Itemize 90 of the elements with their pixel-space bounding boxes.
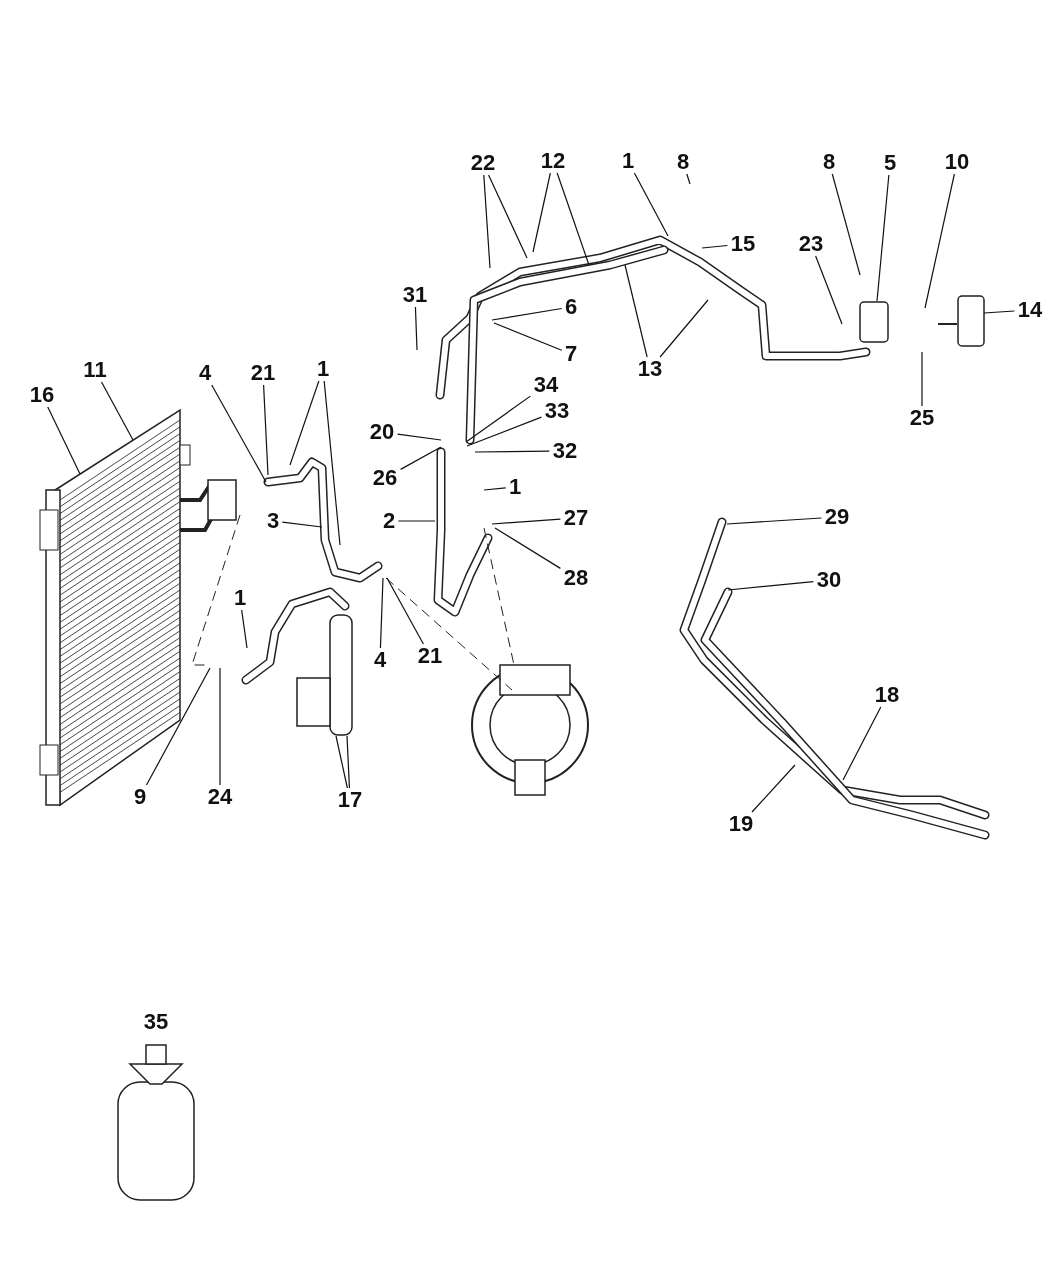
leader-line [876, 174, 890, 302]
leader-line [346, 735, 351, 789]
leader-line [701, 244, 728, 249]
callout-number: 28 [562, 566, 590, 590]
leader-line [493, 322, 563, 351]
leader-line [474, 450, 550, 453]
callout-number: 1 [507, 475, 523, 499]
leader-line [414, 306, 418, 351]
leader-line [145, 667, 211, 786]
callout-number: 13 [636, 357, 664, 381]
callout-number: 12 [539, 149, 567, 173]
leader-line [397, 433, 442, 441]
leader-line [686, 173, 691, 185]
callout-number: 10 [943, 150, 971, 174]
callout-number: 25 [908, 406, 936, 430]
callout-number: 1 [620, 149, 636, 173]
leader-line [323, 380, 341, 546]
leader-line [483, 174, 491, 269]
callout-number: 8 [675, 150, 691, 174]
leader-line [465, 395, 531, 443]
callout-number: 21 [249, 361, 277, 385]
leader-line [386, 577, 424, 645]
leader-line [633, 172, 669, 237]
callout-number: 30 [815, 568, 843, 592]
callout-number: 34 [532, 373, 560, 397]
leader-line [491, 307, 563, 321]
leader-line [726, 517, 822, 525]
callout-number: 14 [1016, 298, 1044, 322]
callout-number: 7 [563, 342, 579, 366]
callout-number: 26 [371, 466, 399, 490]
leader-line [483, 487, 507, 491]
part-outline [859, 301, 889, 343]
leader-line [219, 667, 221, 786]
callout-number: 1 [315, 357, 331, 381]
callout-number: 15 [729, 232, 757, 256]
callout-number: 3 [265, 509, 281, 533]
callout-number: 6 [563, 295, 579, 319]
callout-number: 2 [381, 509, 397, 533]
leader-line [100, 381, 134, 441]
callout-number: 22 [469, 151, 497, 175]
leader-line [924, 173, 955, 309]
callout-number: 35 [142, 1010, 170, 1034]
leader-line [400, 446, 442, 470]
leader-line [831, 173, 861, 276]
callout-number: 16 [28, 383, 56, 407]
callout-number: 32 [551, 439, 579, 463]
leader-line [335, 735, 348, 789]
leader-line [556, 172, 590, 266]
callout-number: 5 [882, 151, 898, 175]
part-outline [957, 295, 985, 347]
leader-line [659, 299, 709, 358]
leader-line [494, 527, 561, 569]
callout-number: 4 [197, 361, 213, 385]
callout-number: 23 [797, 232, 825, 256]
leader-line [487, 174, 528, 259]
callout-number: 20 [368, 420, 396, 444]
leader-line [751, 764, 796, 813]
leader-line [47, 406, 81, 475]
leader-line [397, 520, 436, 522]
leader-line [815, 255, 843, 325]
leader-line [211, 384, 267, 483]
callout-number: 33 [543, 399, 571, 423]
leader-line [624, 264, 648, 358]
leader-line [289, 380, 320, 466]
callout-number: 9 [132, 785, 148, 809]
leader-line [727, 580, 814, 591]
receiver-drier-drawing [296, 614, 353, 736]
callout-number: 17 [336, 788, 364, 812]
callout-number: 18 [873, 683, 901, 707]
callout-number: 29 [823, 505, 851, 529]
leader-line [263, 384, 269, 476]
callout-number: 4 [372, 648, 388, 672]
condenser-drawing [39, 408, 237, 807]
callout-number: 1 [232, 586, 248, 610]
leader-line [379, 577, 384, 649]
callout-number: 27 [562, 506, 590, 530]
leader-line [532, 172, 551, 253]
leader-line [842, 706, 882, 781]
leader-line [983, 310, 1015, 314]
callout-number: 24 [206, 785, 234, 809]
callout-number: 19 [727, 812, 755, 836]
callout-number: 31 [401, 283, 429, 307]
callout-number: 11 [82, 358, 108, 382]
leader-line [921, 351, 923, 407]
leader-line [281, 521, 323, 528]
leader-line [241, 609, 248, 649]
leader-line [466, 416, 542, 447]
callout-number: 8 [821, 150, 837, 174]
callout-number: 21 [416, 644, 444, 668]
leader-line [491, 518, 561, 525]
